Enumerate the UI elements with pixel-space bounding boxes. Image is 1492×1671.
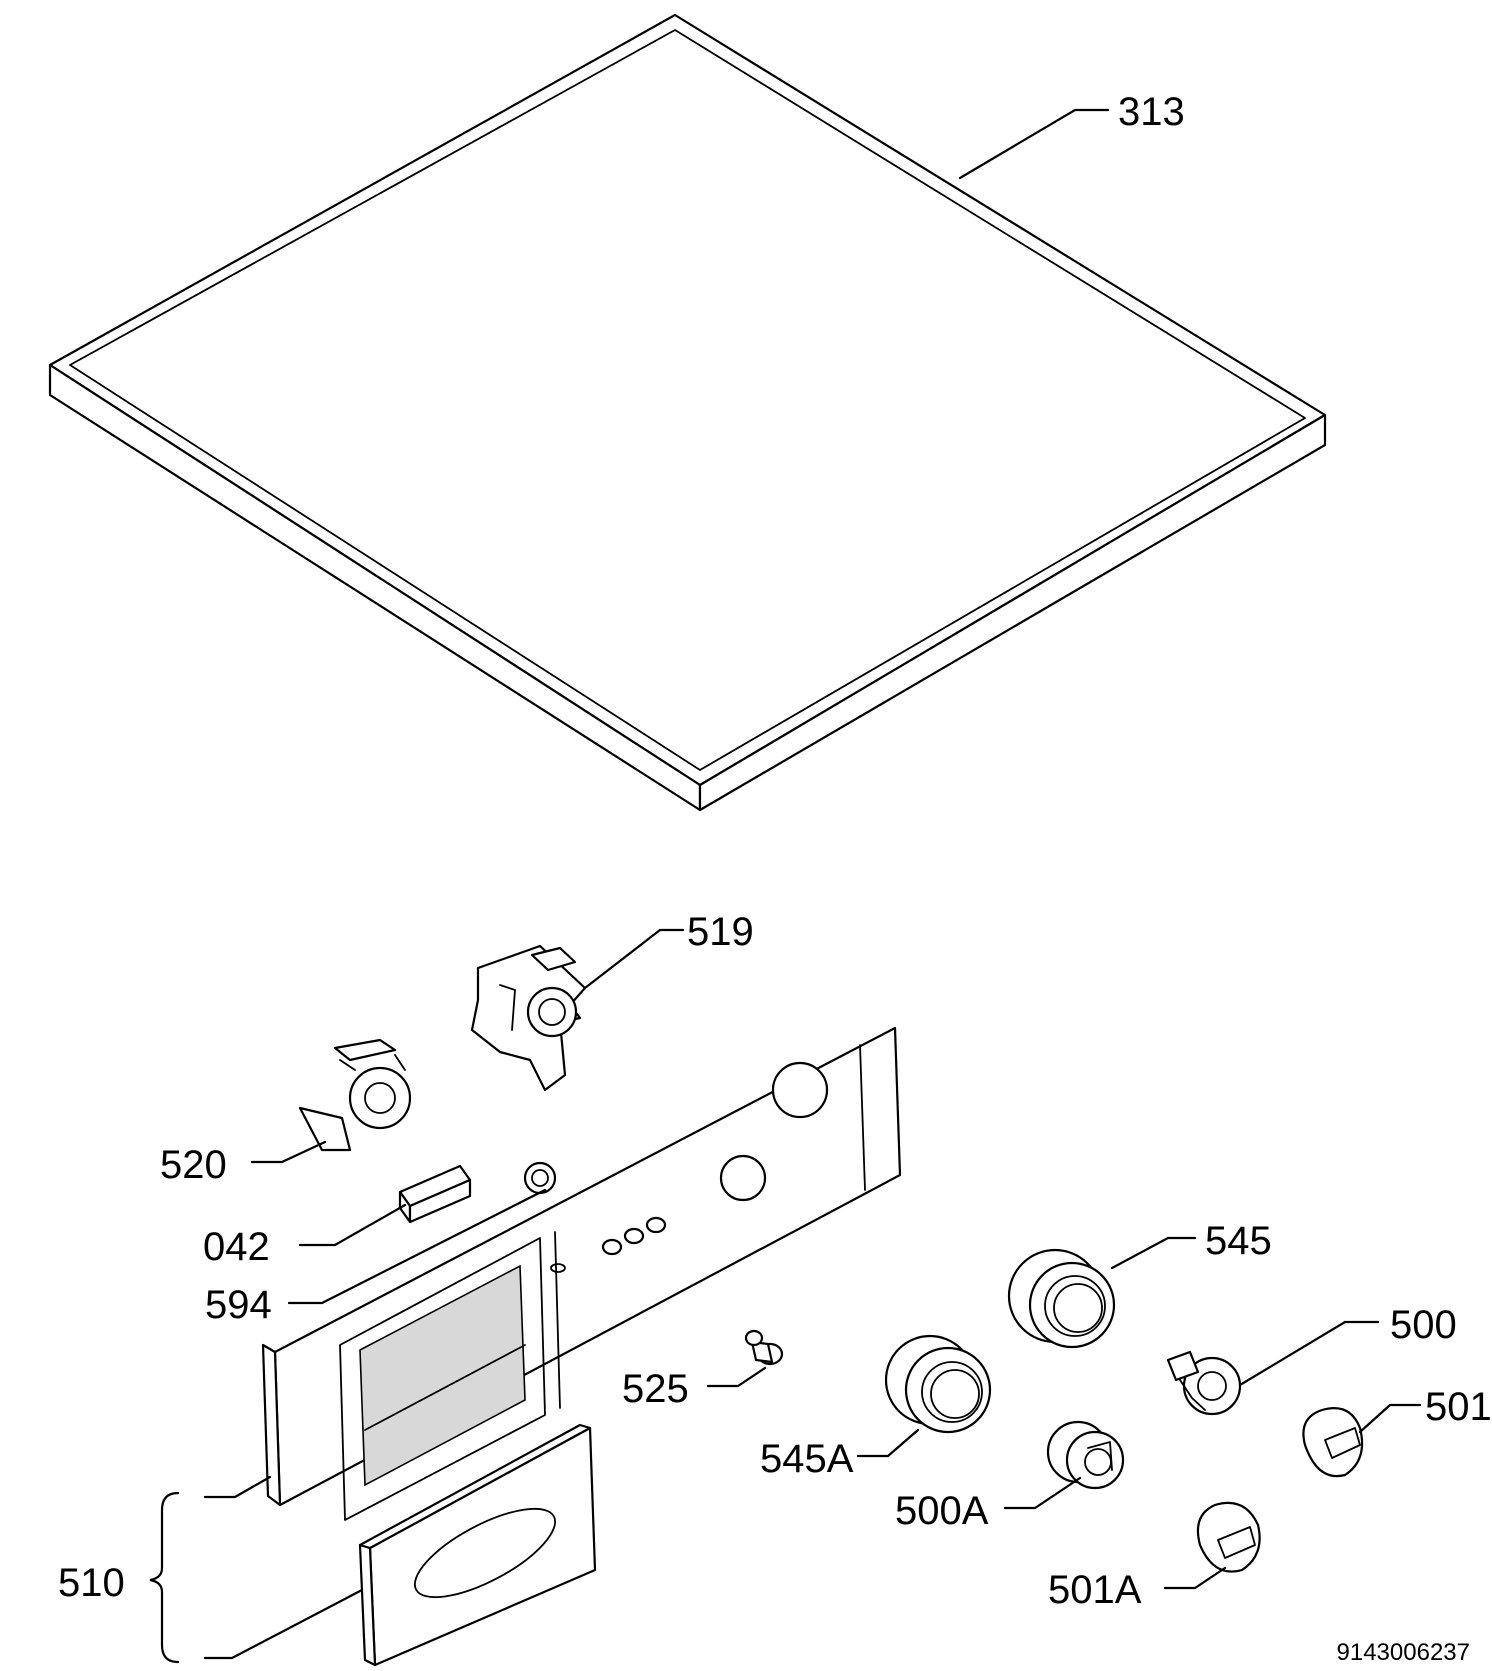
- leader-510-top: [203, 1475, 272, 1499]
- label-042: 042: [203, 1225, 270, 1269]
- leader-594: [287, 1188, 547, 1305]
- leader-500: [1238, 1320, 1380, 1387]
- label-594: 594: [205, 1283, 272, 1327]
- label-545: 545: [1205, 1219, 1272, 1263]
- leader-042: [298, 1203, 407, 1247]
- label-525: 525: [622, 1367, 689, 1411]
- part-510-drawer-front[interactable]: [358, 1423, 597, 1667]
- leader-525: [706, 1366, 767, 1388]
- leader-501a: [1163, 1566, 1227, 1590]
- leader-520: [250, 1140, 327, 1164]
- part-501a-knob-cap[interactable]: [1196, 1501, 1261, 1573]
- part-042-switch[interactable]: [398, 1164, 472, 1224]
- part-500-knob-insert[interactable]: [1166, 1350, 1242, 1416]
- label-500a: 500A: [895, 1489, 989, 1533]
- label-510: 510: [58, 1561, 125, 1605]
- part-501-knob-cap[interactable]: [1302, 1407, 1364, 1478]
- part-500a-knob-insert[interactable]: [1046, 1420, 1125, 1490]
- part-520-switch-holder[interactable]: [298, 1038, 412, 1152]
- label-519: 519: [687, 910, 754, 954]
- leader-519: [583, 928, 685, 990]
- part-594-control-panel[interactable]: [261, 1026, 902, 1521]
- part-525-pin[interactable]: [744, 1329, 784, 1366]
- part-519-bracket[interactable]: [470, 944, 587, 1092]
- drawing-number: 9143006237: [1337, 1639, 1470, 1666]
- label-545a: 545A: [760, 1437, 854, 1481]
- part-indicator-lens[interactable]: [523, 1161, 557, 1195]
- leader-510-bottom: [203, 1588, 364, 1660]
- part-313-worktop[interactable]: [48, 13, 1327, 812]
- label-313: 313: [1118, 90, 1185, 134]
- label-501: 501: [1425, 1385, 1492, 1429]
- leader-501: [1358, 1403, 1422, 1434]
- part-545-knob[interactable]: [1007, 1248, 1116, 1349]
- label-500: 500: [1390, 1303, 1457, 1347]
- label-501a: 501A: [1048, 1568, 1142, 1612]
- part-545a-knob[interactable]: [884, 1334, 992, 1434]
- leader-313: [958, 108, 1110, 180]
- label-520: 520: [160, 1143, 227, 1187]
- leader-500a: [1003, 1476, 1082, 1510]
- leader-545: [1110, 1236, 1197, 1270]
- leader-545a: [856, 1428, 920, 1458]
- brace-510: [149, 1491, 180, 1664]
